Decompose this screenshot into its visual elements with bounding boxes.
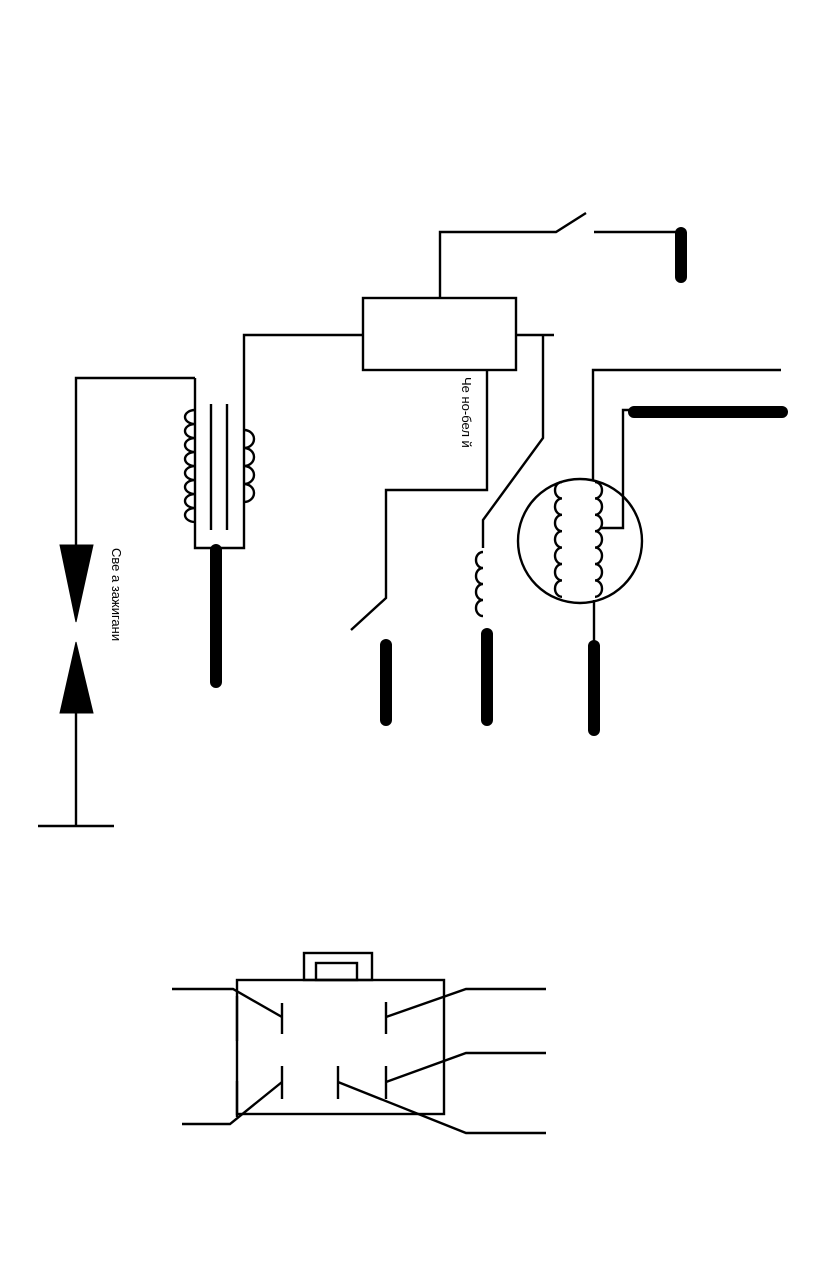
black-white-wire-label: Че но-бел й (459, 377, 474, 448)
generator-symbol (516, 368, 788, 736)
black-white-wire (350, 370, 489, 726)
junction-block (361, 296, 518, 372)
ignition-switch-block (172, 951, 546, 1135)
spark-plug-label: Све а зажигани (109, 548, 124, 641)
top-switch (438, 211, 687, 298)
ignition-coil (183, 333, 363, 688)
inductor-branch (474, 335, 545, 726)
spark-plug-symbol (38, 376, 195, 828)
